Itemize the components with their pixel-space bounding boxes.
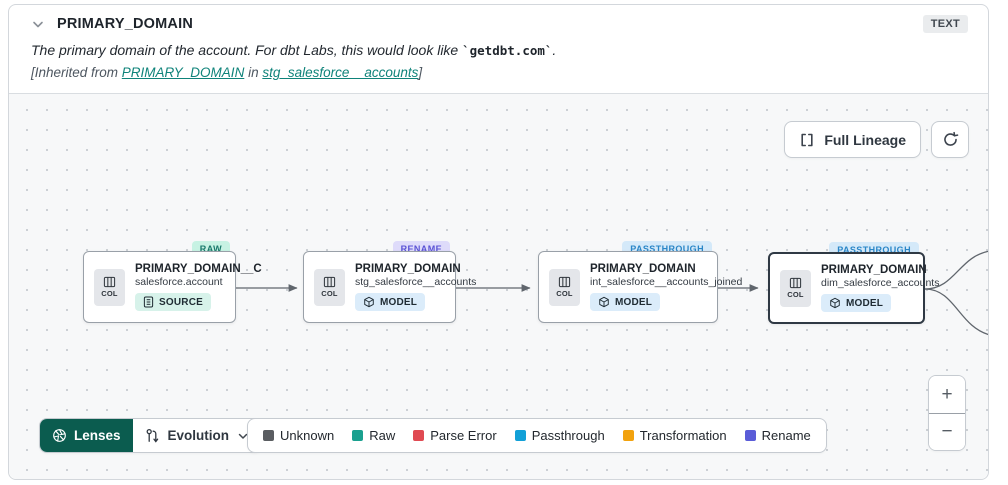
- model-cube-icon: [364, 296, 374, 308]
- lenses-label: Lenses: [74, 428, 121, 443]
- resource-type-label: SOURCE: [159, 296, 203, 308]
- column-header: PRIMARY_DOMAIN TEXT The primary domain o…: [9, 5, 988, 93]
- full-lineage-button[interactable]: Full Lineage: [784, 121, 921, 158]
- node-title: PRIMARY_DOMAIN: [355, 263, 461, 275]
- inherited-suffix: ]: [418, 65, 423, 80]
- columns-icon: [789, 277, 802, 289]
- node-subtitle: int_salesforce__accounts_joined: [590, 276, 743, 288]
- legend-label: Passthrough: [531, 428, 605, 443]
- lineage-node-dim-selected[interactable]: PASSTHROUGH COL PRIMARY_DOMAIN dim_sales…: [768, 242, 940, 324]
- columns-icon: [323, 276, 336, 288]
- fullscreen-icon: [801, 133, 813, 146]
- resource-type-label: MODEL: [380, 296, 418, 308]
- legend-item: Transformation: [622, 428, 727, 443]
- refresh-button[interactable]: [931, 121, 969, 158]
- legend-item: Rename: [744, 428, 811, 443]
- legend-item: Unknown: [263, 428, 334, 443]
- col-chip-label: COL: [556, 289, 573, 298]
- lens-dropdown-value: Evolution: [167, 428, 230, 443]
- model-cube-icon: [599, 296, 609, 308]
- node-subtitle: salesforce.account: [135, 276, 223, 288]
- legend-swatch: [514, 430, 526, 441]
- col-chip-label: COL: [101, 289, 118, 298]
- description-text: The primary domain of the account. For d…: [31, 42, 463, 58]
- resource-type-label: MODEL: [615, 296, 653, 308]
- legend-item: Passthrough: [514, 428, 605, 443]
- legend-label: Rename: [761, 428, 811, 443]
- inherited-middle: in: [244, 65, 263, 80]
- columns-icon: [103, 276, 116, 288]
- chevron-down-icon[interactable]: [31, 17, 45, 31]
- lenses-button[interactable]: Lenses: [40, 419, 133, 452]
- node-title: PRIMARY_DOMAIN: [821, 264, 927, 276]
- zoom-out-button[interactable]: −: [929, 413, 965, 450]
- column-chip: COL: [314, 268, 345, 306]
- column-chip: COL: [549, 268, 580, 306]
- lineage-node-intermediate[interactable]: PASSTHROUGH COL PRIMARY_DOMAIN int_sales…: [538, 241, 743, 323]
- node-title: PRIMARY_DOMAIN__C: [135, 263, 262, 275]
- inherited-model-link[interactable]: stg_salesforce__accounts: [262, 65, 419, 80]
- full-lineage-label: Full Lineage: [824, 131, 906, 148]
- lineage-node-staging[interactable]: RENAME COL PRIMARY_DOMAIN stg_salesforce…: [303, 241, 477, 323]
- lens-select-evolution[interactable]: Evolution: [132, 419, 262, 452]
- page-title: PRIMARY_DOMAIN: [57, 16, 193, 32]
- evolution-route-icon: [146, 428, 158, 443]
- resource-type-label: MODEL: [846, 297, 884, 309]
- lens-toolbar: Lenses Evolution: [39, 418, 263, 453]
- refresh-icon: [943, 131, 958, 146]
- legend-swatch: [744, 430, 756, 441]
- legend-label: Raw: [369, 428, 396, 443]
- legend-swatch: [413, 430, 425, 441]
- resource-type-badge: MODEL: [590, 293, 661, 311]
- legend-swatch: [263, 430, 274, 441]
- inherited-prefix: [Inherited from: [31, 65, 122, 80]
- node-subtitle: stg_salesforce__accounts: [355, 276, 477, 288]
- lineage-node-source[interactable]: RAW COL PRIMARY_DOMAIN__C salesforce.acc…: [83, 241, 262, 323]
- lineage-edges: [236, 250, 988, 335]
- legend-swatch: [352, 430, 364, 441]
- inherited-from-line: [Inherited from PRIMARY_DOMAIN in stg_sa…: [31, 65, 968, 80]
- aperture-icon: [53, 429, 66, 442]
- resource-type-badge: MODEL: [821, 294, 892, 312]
- legend-label: Unknown: [280, 428, 335, 443]
- legend-label: Transformation: [639, 428, 727, 443]
- zoom-controls: + −: [928, 375, 966, 451]
- resource-type-badge: MODEL: [355, 293, 426, 311]
- legend-item: Raw: [352, 428, 395, 443]
- column-description: The primary domain of the account. For d…: [31, 42, 968, 58]
- columns-icon: [558, 276, 571, 288]
- resource-type-badge: SOURCE: [135, 293, 211, 311]
- lens-legend: Unknown Raw Parse Error Passthrough Tran…: [247, 418, 827, 453]
- source-icon: [143, 296, 154, 308]
- column-type-badge: TEXT: [922, 15, 968, 33]
- legend-item: Parse Error: [413, 428, 497, 443]
- chevron-down-icon: [238, 433, 248, 439]
- zoom-in-button[interactable]: +: [929, 376, 965, 413]
- inline-code: `getdbt.com`: [462, 43, 553, 58]
- column-chip: COL: [780, 269, 811, 307]
- inherited-column-link[interactable]: PRIMARY_DOMAIN: [121, 65, 245, 80]
- column-chip: COL: [94, 268, 125, 306]
- legend-swatch: [622, 430, 634, 441]
- node-title: PRIMARY_DOMAIN: [590, 263, 696, 275]
- node-subtitle: dim_salesforce_accounts: [821, 277, 940, 289]
- description-text-end: .: [552, 42, 557, 58]
- legend-label: Parse Error: [430, 428, 497, 443]
- col-chip-label: COL: [787, 290, 804, 299]
- column-lineage-panel: PRIMARY_DOMAIN TEXT The primary domain o…: [8, 4, 989, 480]
- model-cube-icon: [830, 297, 840, 309]
- col-chip-label: COL: [321, 289, 338, 298]
- lineage-canvas[interactable]: Full Lineage RAW COL PRIMARY_DOMAIN__C s…: [9, 93, 988, 479]
